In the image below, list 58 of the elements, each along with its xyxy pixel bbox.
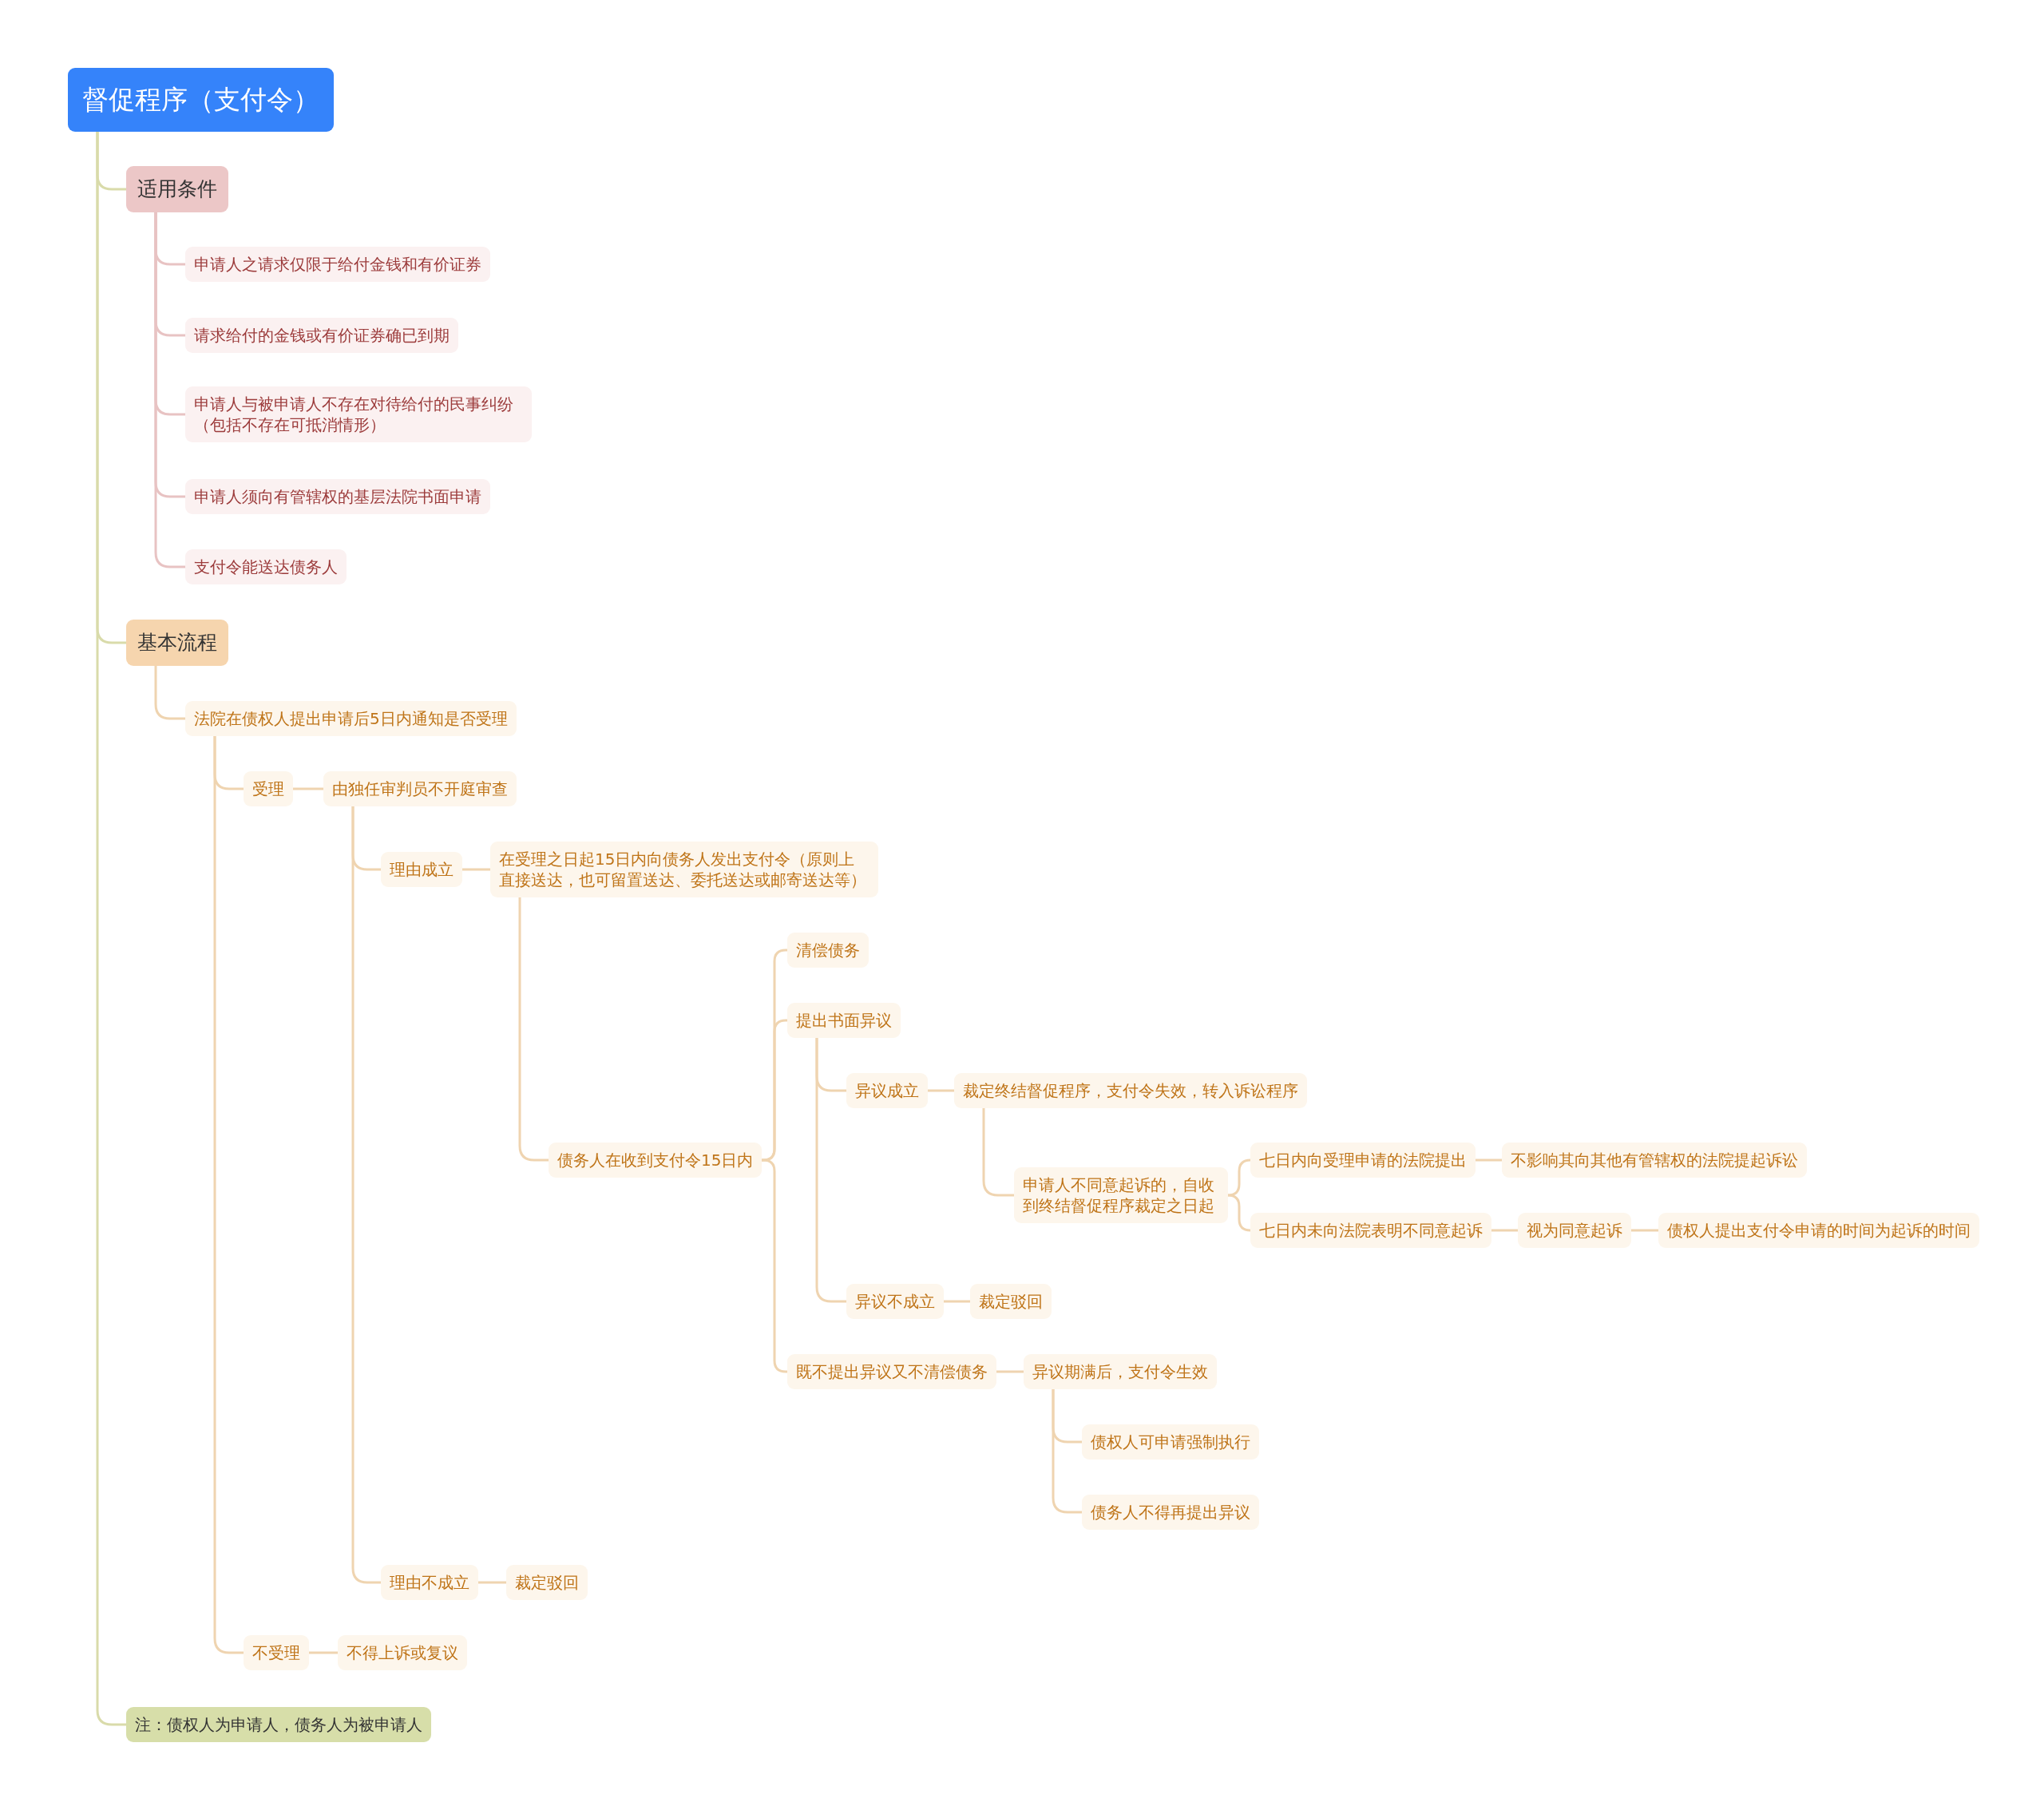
connector-line xyxy=(761,1019,788,1162)
connector-line xyxy=(293,787,323,790)
note-box: 注：债权人为申请人，债务人为被申请人 xyxy=(126,1707,431,1742)
subtopic-box: 债务人不得再提出异议 xyxy=(1082,1495,1259,1530)
connector-line xyxy=(154,212,185,568)
subtopic-box: 七日内未向法院表明不同意起诉 xyxy=(1250,1213,1491,1248)
connector-line xyxy=(928,1089,954,1092)
subtopic-box: 视为同意起诉 xyxy=(1518,1213,1631,1248)
subtopic-box: 清偿债务 xyxy=(787,933,869,968)
subtopic-box: 申请人与被申请人不存在对待给付的民事纠纷（包括不存在可抵消情形） xyxy=(185,386,532,442)
subtopic-box: 提出书面异议 xyxy=(787,1003,901,1038)
subtopic-box: 异议期满后，支付令生效 xyxy=(1024,1354,1217,1389)
subtopic-box: 申请人须向有管辖权的基层法院书面申请 xyxy=(185,479,490,514)
subtopic-box: 债权人可申请强制执行 xyxy=(1082,1424,1259,1460)
connector-line xyxy=(815,1038,846,1303)
connector-line xyxy=(1631,1229,1658,1232)
subtopic-box: 不得上诉或复议 xyxy=(338,1635,467,1670)
subtopic-box: 异议不成立 xyxy=(846,1284,944,1319)
subtopic-box: 申请人之请求仅限于给付金钱和有价证券 xyxy=(185,247,490,282)
subtopic-box: 不影响其向其他有管辖权的法院提起诉讼 xyxy=(1502,1143,1807,1178)
connector-line xyxy=(762,1159,787,1373)
connector-line xyxy=(518,897,549,1162)
connector-line xyxy=(213,736,244,1654)
connector-line xyxy=(996,1370,1024,1373)
subtopic-box: 异议成立 xyxy=(846,1073,928,1108)
connector-line xyxy=(1052,1389,1082,1514)
subtopic-box: 受理 xyxy=(244,771,293,806)
connector-line xyxy=(478,1581,506,1584)
subtopic-box: 请求给付的金钱或有价证券确已到期 xyxy=(185,318,458,353)
subtopic-box: 申请人不同意起诉的，自收到终结督促程序裁定之日起 xyxy=(1014,1167,1228,1223)
subtopic-box: 理由不成立 xyxy=(381,1565,478,1600)
subtopic-box: 裁定终结督促程序，支付令失效，转入诉讼程序 xyxy=(954,1073,1307,1108)
connector-line xyxy=(351,806,381,1584)
connector-line xyxy=(982,1108,1014,1197)
subtopic-box: 债务人在收到支付令15日内 xyxy=(549,1143,763,1178)
connector-line xyxy=(1226,1159,1252,1197)
connector-line xyxy=(309,1651,338,1654)
connector-line xyxy=(96,132,126,1726)
connector-line xyxy=(944,1300,970,1303)
root-topic-box: 督促程序（支付令） xyxy=(68,68,334,132)
connector-line xyxy=(154,666,185,720)
subtopic-box: 既不提出异议又不清偿债务 xyxy=(787,1354,996,1389)
topic-box: 适用条件 xyxy=(126,166,228,212)
subtopic-box: 支付令能送达债务人 xyxy=(185,549,347,584)
subtopic-box: 理由成立 xyxy=(381,852,462,887)
connector-line xyxy=(1476,1159,1502,1162)
connector-line xyxy=(1226,1194,1252,1232)
subtopic-box: 不受理 xyxy=(244,1635,309,1670)
subtopic-box: 在受理之日起15日内向债务人发出支付令（原则上直接送达，也可留置送达、委托送达或邮寄送达等） xyxy=(490,842,878,897)
subtopic-box: 裁定驳回 xyxy=(506,1565,588,1600)
connector-line xyxy=(1491,1229,1518,1232)
subtopic-box: 法院在债权人提出申请后5日内通知是否受理 xyxy=(185,701,517,736)
subtopic-box: 裁定驳回 xyxy=(970,1284,1052,1319)
topic-box: 基本流程 xyxy=(126,620,228,666)
connector-line xyxy=(462,868,490,871)
subtopic-box: 债权人提出支付令申请的时间为起诉的时间 xyxy=(1658,1213,1979,1248)
subtopic-box: 由独任审判员不开庭审查 xyxy=(323,771,517,806)
subtopic-box: 七日内向受理申请的法院提出 xyxy=(1250,1143,1476,1178)
